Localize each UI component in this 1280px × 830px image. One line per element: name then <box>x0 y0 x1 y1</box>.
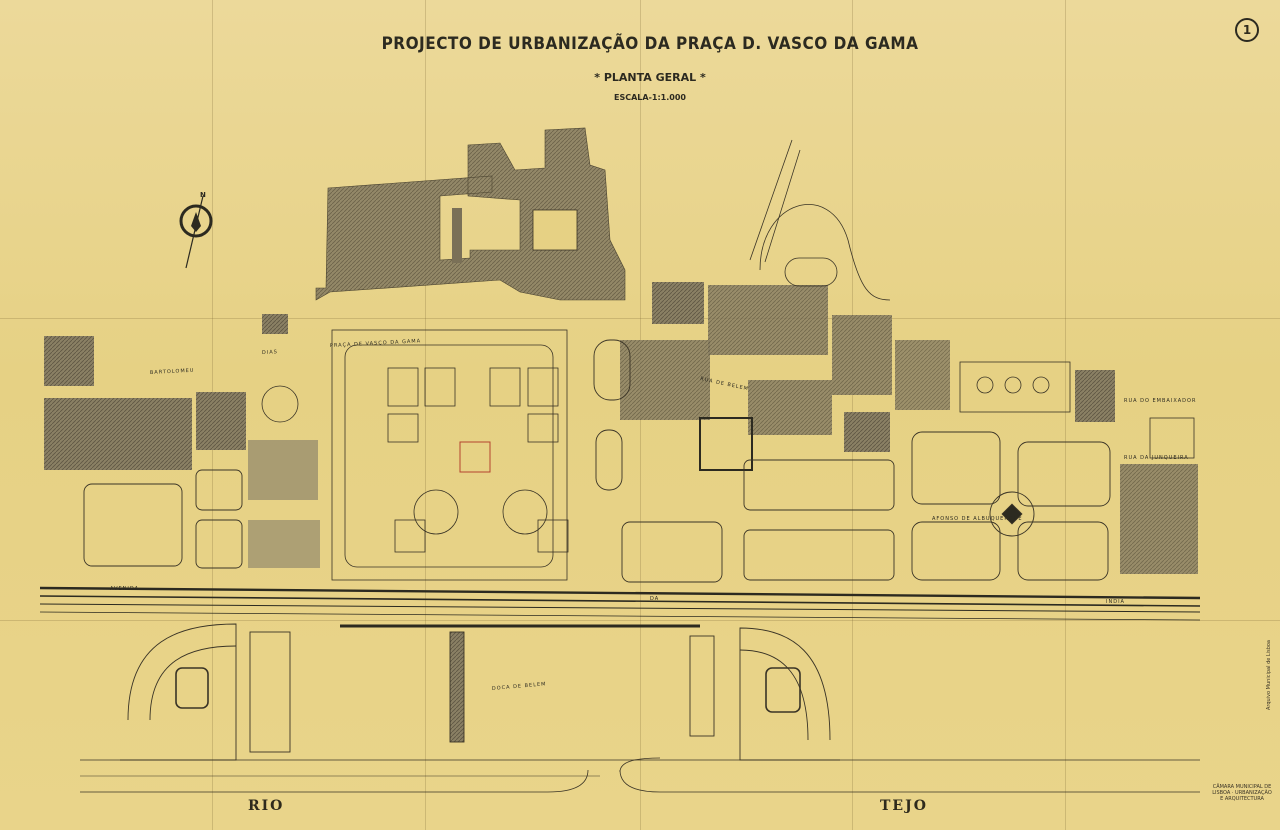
street-label: BARTOLOMEU <box>150 368 195 376</box>
street-label: DIAS <box>262 349 278 356</box>
street-label: AFONSO DE ALBUQUERQUE <box>932 516 1023 522</box>
street-label: PRAÇA DE VASCO DA GAMA <box>330 338 421 349</box>
building-blocks-west <box>44 336 320 568</box>
fold-line <box>0 620 1280 621</box>
water-label: TEJO <box>880 798 928 814</box>
city-blocks <box>83 339 895 583</box>
roundabout <box>911 431 1111 581</box>
formal-garden <box>959 361 1071 413</box>
north-label: N <box>200 191 208 199</box>
map-scale: ESCALA-1:1.000 <box>614 93 686 102</box>
fold-line <box>1065 0 1066 830</box>
dock-area <box>80 623 1200 793</box>
street-label: INDIA <box>1106 599 1125 605</box>
dock-label: DOCA DE BELEM <box>492 681 547 692</box>
sheet-number: 1 <box>1235 18 1259 42</box>
street-label: AVENIDA <box>110 586 139 592</box>
street-label: RUA DA JUNQUEIRA <box>1124 455 1189 461</box>
fold-line <box>0 318 1280 319</box>
monastery-buildings <box>262 127 626 334</box>
map-title: PROJECTO DE URBANIZAÇÃO DA PRAÇA D. VASC… <box>381 34 919 54</box>
approval-stamp: CÂMARA MUNICIPAL DE LISBOA · URBANIZAÇÃO… <box>1212 784 1272 802</box>
water-label: RIO <box>248 798 285 814</box>
street-label: DA <box>650 596 659 602</box>
map-subtitle: * PLANTA GERAL * <box>594 71 706 84</box>
street-label: RUA DO EMBAIXADOR <box>1124 398 1196 404</box>
fold-line <box>425 0 426 830</box>
road-curves-northeast <box>749 139 891 301</box>
central-garden <box>331 329 569 581</box>
building-blocks-east <box>620 282 1198 574</box>
north-arrow-icon <box>179 195 213 269</box>
avenida-da-india <box>39 586 1201 628</box>
archive-note: Arquivo Municipal de Lisboa <box>1266 640 1272 711</box>
